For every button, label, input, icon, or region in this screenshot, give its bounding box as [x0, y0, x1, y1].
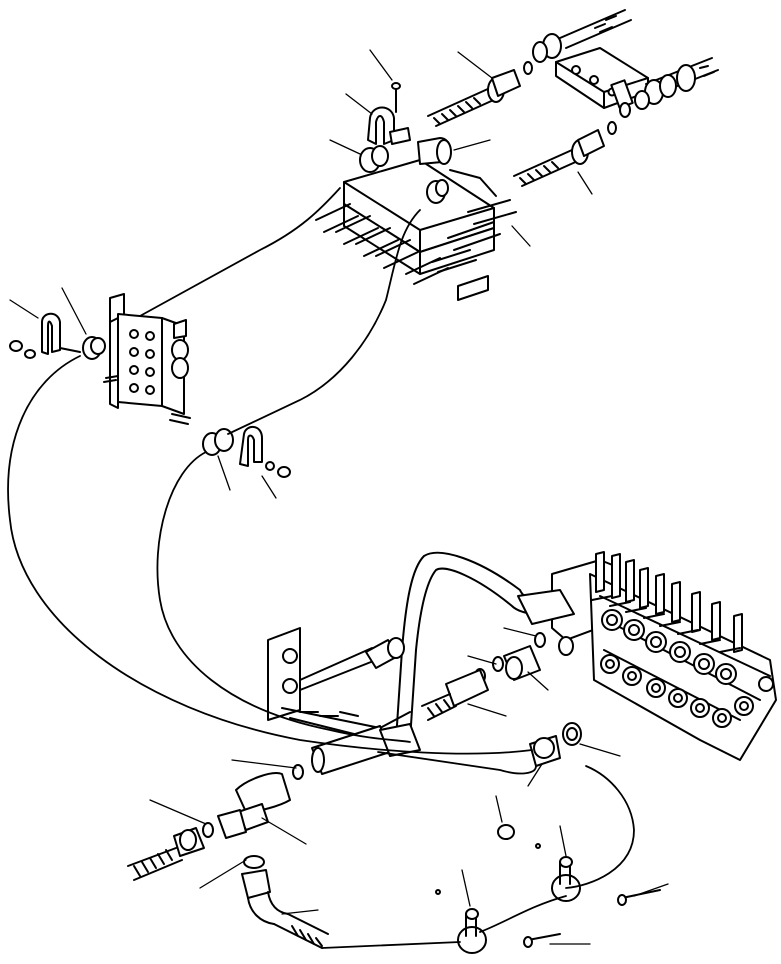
- hose-routing-lines: [8, 188, 634, 948]
- lower-hose-elbow: [242, 856, 328, 948]
- lower-hose-clamps: [436, 825, 660, 953]
- valve-rigid-tube: [396, 553, 574, 740]
- left-mounting-bracket: [10, 294, 190, 424]
- upper-hose-lower: [514, 122, 616, 186]
- upper-hose-top: [533, 10, 631, 62]
- valve-sections: [601, 610, 773, 727]
- mid-left-plate-and-hose: [268, 628, 410, 738]
- upper-hose-right: [620, 58, 718, 117]
- callout-leader-lines: [10, 50, 668, 944]
- bracket-holes: [130, 330, 154, 394]
- center-fittings: [422, 633, 560, 766]
- valve-spool-handles: [592, 552, 742, 652]
- upper-hose-middle: [428, 62, 532, 126]
- control-valve-stack: [552, 552, 776, 760]
- lower-clamp: [203, 427, 290, 477]
- upper-fittings-and-hoses: [428, 10, 718, 186]
- upper-flow-divider-block: [316, 83, 516, 300]
- lower-tee-fitting: [128, 724, 420, 880]
